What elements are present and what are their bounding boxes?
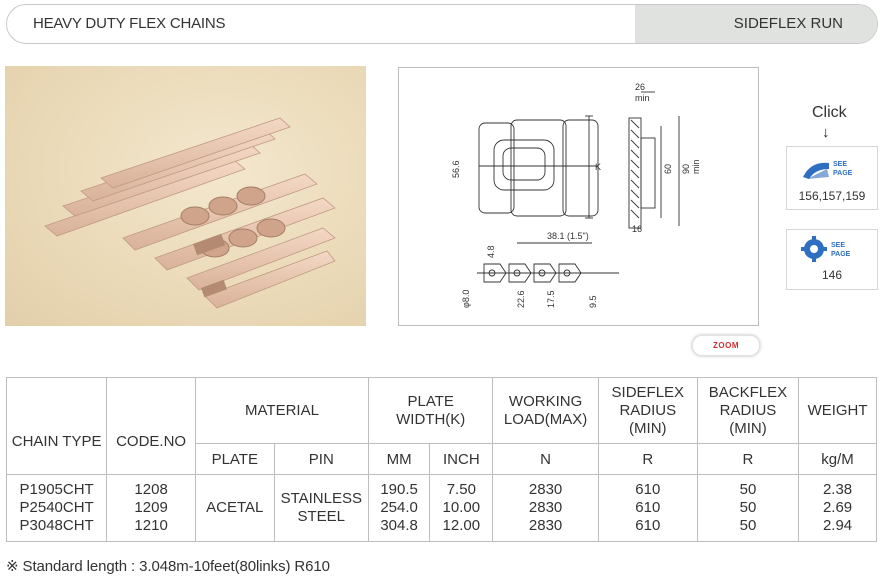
header-plate-width: PLATE WIDTH(K) (367, 377, 494, 444)
inch-value: 7.50 (446, 481, 476, 498)
header-right-tab[interactable] (635, 5, 877, 43)
technical-drawing[interactable]: 26 min 56.6 K 60 90 min 16 4.8 38.1 (1.5… (398, 67, 759, 326)
svg-text:PAGE: PAGE (833, 170, 853, 177)
table-row: P1905CHT P2540CHT P3048CHT 1208 1209 121… (5, 474, 877, 542)
dim-26: 26 (635, 82, 645, 92)
chain-image (44, 117, 336, 309)
chain-type-value: P2540CHT (19, 499, 94, 516)
load-value: 2830 (528, 499, 563, 516)
header-backflex-radius: BACKFLEX RADIUS (MIN) (696, 377, 800, 444)
header-working-load: WORKING LOAD(MAX) (492, 377, 599, 444)
arrow-down-icon: ↓ (822, 124, 830, 141)
mm-value: 254.0 (380, 499, 418, 516)
see-page-card-1[interactable]: SEE PAGE 156,157,159 (786, 146, 878, 210)
dim-9-5: 9.5 (588, 295, 598, 308)
header-title: HEAVY DUTY FLEX CHAINS (33, 15, 226, 32)
weight-value: 2.94 (822, 517, 853, 534)
mm-value: 190.5 (380, 481, 418, 498)
cell-chain-type: P1905CHT P2540CHT P3048CHT (5, 474, 108, 542)
see-page-card-2[interactable]: SEE PAGE 146 (786, 229, 878, 290)
dim-k: K (595, 162, 601, 172)
weight-value: 2.69 (822, 499, 853, 516)
header-code-no: CODE.NO (106, 377, 196, 475)
sideflex-value: 610 (635, 481, 661, 498)
dim-60: 60 (663, 164, 673, 174)
header-weight: WEIGHT (798, 377, 877, 444)
sprocket-badge-icon: SEE PAGE (801, 236, 851, 262)
dim-phi-8: φ8.0 (461, 290, 471, 308)
code-no-value: 1209 (134, 499, 168, 516)
see-page-numbers-1: 156,157,159 (798, 189, 866, 203)
cell-weight: 2.38 2.69 2.94 (798, 474, 877, 542)
code-no-value: 1210 (134, 517, 168, 534)
header-bar: HEAVY DUTY FLEX CHAINS SIDEFLEX RUN (6, 4, 878, 44)
profile-view (477, 242, 619, 283)
subheader-weight-unit: kg/M (798, 443, 877, 475)
spec-table: CHAIN TYPE CODE.NO MATERIAL PLATE WIDTH(… (5, 377, 877, 542)
subheader-mm: MM (367, 443, 431, 475)
dim-22-6: 22.6 (516, 290, 526, 308)
cell-sideflex: 610 610 610 (597, 474, 698, 542)
cell-load: 2830 2830 2830 (492, 474, 599, 542)
cell-material-pin: STAINLESS STEEL (273, 474, 369, 542)
load-value: 2830 (528, 517, 563, 534)
dim-16: 16 (632, 224, 642, 234)
subheader-plate: PLATE (194, 443, 275, 475)
product-photo (5, 66, 366, 326)
weight-value: 2.38 (822, 481, 853, 498)
backflex-value: 50 (739, 481, 757, 498)
dim-min-top: min (635, 93, 650, 103)
sideflex-value: 610 (635, 517, 661, 534)
zoom-button[interactable]: ZOOM (692, 335, 760, 356)
chain-type-value: P1905CHT (19, 481, 94, 498)
cell-backflex: 50 50 50 (696, 474, 800, 542)
inch-value: 12.00 (442, 517, 481, 534)
chain-type-value: P3048CHT (19, 517, 94, 534)
top-view (478, 115, 599, 219)
subheader-load-unit: N (492, 443, 599, 475)
header-material: MATERIAL (194, 377, 369, 444)
dim-17-5: 17.5 (546, 290, 556, 308)
header-subtitle[interactable]: SIDEFLEX RUN (733, 15, 843, 32)
dim-90: 90 (681, 164, 691, 174)
subheader-inch: INCH (429, 443, 494, 475)
dim-pitch: 38.1 (1.5") (547, 231, 589, 241)
standard-length-note: ※ Standard length : 3.048m-10feet(80link… (6, 558, 330, 575)
subheader-back-unit: R (696, 443, 800, 475)
dim-56-6: 56.6 (451, 160, 461, 178)
see-page-numbers-2: 146 (821, 268, 843, 282)
svg-text:SEE: SEE (833, 161, 847, 168)
backflex-value: 50 (739, 499, 757, 516)
dim-min-right: min (691, 159, 701, 174)
chain-badge-icon: SEE PAGE (803, 161, 853, 179)
header-chain-type: CHAIN TYPE (5, 377, 108, 475)
cell-material-plate: ACETAL (194, 474, 275, 542)
mm-value: 304.8 (380, 517, 418, 534)
dim-4-8: 4.8 (486, 245, 496, 258)
header-sideflex-radius: SIDEFLEX RADIUS (MIN) (597, 377, 698, 444)
inch-value: 10.00 (442, 499, 481, 516)
side-section (628, 91, 680, 229)
svg-text:SEE: SEE (831, 242, 845, 249)
backflex-value: 50 (739, 517, 757, 534)
see-page-badge-1: SEE PAGE (801, 155, 863, 181)
cell-mm: 190.5 254.0 304.8 (367, 474, 431, 542)
cell-code-no: 1208 1209 1210 (106, 474, 196, 542)
sideflex-value: 610 (635, 499, 661, 516)
see-page-badge-2: SEE PAGE (801, 236, 863, 262)
code-no-value: 1208 (134, 481, 168, 498)
cell-inch: 7.50 10.00 12.00 (429, 474, 494, 542)
subheader-side-unit: R (597, 443, 698, 475)
click-label: Click (812, 104, 847, 121)
svg-text:PAGE: PAGE (831, 251, 851, 258)
load-value: 2830 (528, 481, 563, 498)
subheader-pin: PIN (273, 443, 369, 475)
